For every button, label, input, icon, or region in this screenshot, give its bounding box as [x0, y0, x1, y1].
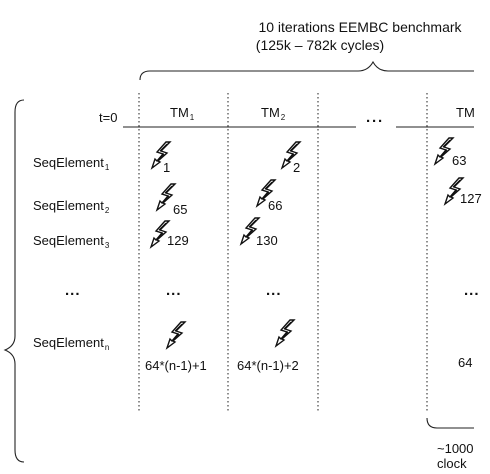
bottom-brace [426, 417, 474, 429]
lightning-bolt-icon [433, 137, 455, 166]
left-brace [3, 99, 25, 463]
value-rn-c2: 64*(n-1)+2 [237, 358, 299, 373]
value-r3-c1: 129 [167, 233, 189, 248]
row-label-seqn: SeqElementn [33, 335, 110, 352]
row-label-seq2: SeqElement2 [33, 198, 110, 215]
value-r1-c1: 1 [163, 160, 171, 175]
ellipsis-c1: ... [166, 282, 182, 299]
header-subtitle: (125k – 782k cycles) [255, 37, 385, 53]
column-ellipsis: ··· [366, 113, 384, 130]
lightning-bolt-icon [165, 321, 187, 350]
row-ellipsis-label: ... [65, 282, 81, 299]
header-title: 10 iterations EEMBC benchmark [258, 19, 462, 35]
column-header-tm2: TM2 [261, 105, 286, 122]
row-label-seq1: SeqElement1 [33, 155, 110, 172]
top-brace [139, 60, 474, 81]
value-r2-c1: 65 [173, 202, 188, 217]
lightning-bolt-icon [443, 177, 465, 206]
lightning-bolt-icon [155, 183, 177, 212]
value-r2-c3: 127 [460, 191, 482, 206]
value-rn-c3: 64 [458, 355, 473, 370]
value-r1-c2: 2 [293, 160, 301, 175]
column-header-tm-last: TM [456, 105, 475, 120]
value-r3-c2: 130 [256, 233, 278, 248]
t0-label: t=0 [99, 110, 118, 125]
value-r1-c3: 63 [452, 153, 467, 168]
value-r2-c2: 66 [268, 198, 283, 213]
ellipsis-c2: ... [266, 282, 282, 299]
diagram: 10 iterations EEMBC benchmark (125k – 78… [3, 20, 482, 471]
value-rn-c1: 64*(n-1)+1 [145, 358, 207, 373]
lightning-bolt-icon [280, 141, 302, 170]
footer-line2: clock [437, 456, 467, 471]
lightning-bolt-icon [239, 217, 261, 246]
column-header-tm1: TM1 [170, 105, 195, 122]
lightning-bolt-icon [149, 220, 171, 249]
lightning-bolt-icon [255, 179, 277, 208]
footer-line1: ~1000 [437, 441, 474, 456]
lightning-bolt-icon [150, 141, 172, 170]
ellipsis-c3: ... [464, 282, 480, 299]
row-label-seq3: SeqElement3 [33, 233, 110, 250]
lightning-bolt-icon [274, 319, 296, 348]
diagram-lines [3, 60, 474, 463]
